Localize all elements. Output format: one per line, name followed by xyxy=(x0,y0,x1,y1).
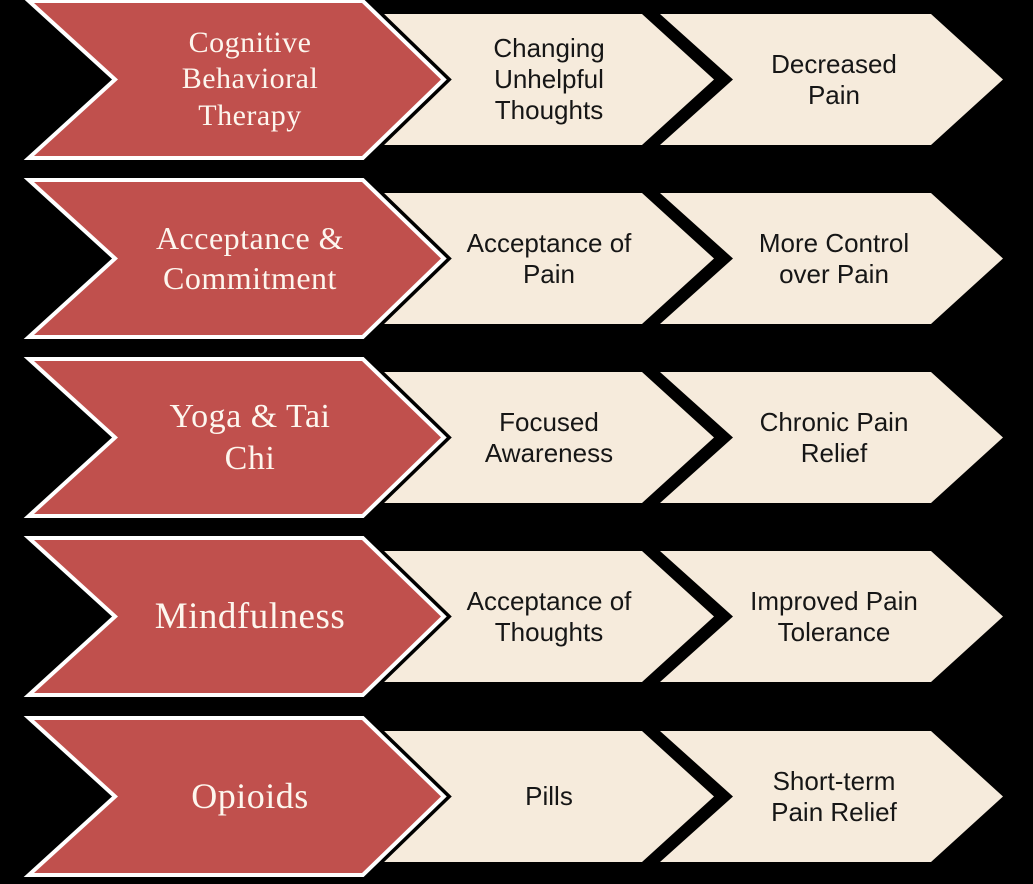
outcome-label: Improved Pain Tolerance xyxy=(750,585,918,647)
mechanism-chevron-shape xyxy=(380,14,714,145)
process-row: Acceptance & Commitment Acceptance of Pa… xyxy=(0,174,1033,343)
mechanism-label: Changing Unhelpful Thoughts xyxy=(493,33,605,125)
process-row: Yoga & Tai Chi Focused Awareness Chronic… xyxy=(0,353,1033,522)
process-row: Mindfulness Acceptance of Thoughts Impro… xyxy=(0,532,1033,701)
outcome-label: Short-term Pain Relief xyxy=(771,765,897,827)
therapy-arrow-shape xyxy=(34,720,441,873)
mechanism-chevron-shape xyxy=(380,551,714,682)
mechanism-chevron-shape xyxy=(380,731,714,862)
mechanism-label: Pills xyxy=(525,781,573,812)
therapy-label: Cognitive Behavioral Therapy xyxy=(181,25,319,132)
outcome-chevron-shape xyxy=(660,372,1003,503)
row-shapes xyxy=(14,353,1003,522)
therapy-arrow-shape xyxy=(34,182,441,335)
outcome-chevron-shape xyxy=(660,193,1003,324)
outcome-label: More Control over Pain xyxy=(758,227,910,289)
mechanism-chevron-shape xyxy=(380,193,714,324)
outcome-chevron-shape xyxy=(660,731,1003,862)
therapy-arrow-shape xyxy=(34,540,441,693)
therapy-label: Yoga & Tai Chi xyxy=(169,398,331,477)
process-row: Cognitive Behavioral Therapy Changing Un… xyxy=(0,0,1033,164)
mechanism-label: Acceptance of Thoughts xyxy=(466,585,632,647)
mechanism-chevron-shape xyxy=(380,372,714,503)
therapy-label: Mindfulness xyxy=(154,595,346,637)
row-shapes xyxy=(14,0,1003,164)
process-row: Opioids Pills Short-term Pain Relief xyxy=(0,712,1033,881)
outcome-label: Chronic Pain Relief xyxy=(759,406,909,468)
row-shapes xyxy=(14,532,1003,701)
mechanism-label: Focused Awareness xyxy=(484,406,614,468)
therapy-arrow-shape xyxy=(34,3,441,156)
row-shapes xyxy=(14,712,1003,881)
outcome-chevron-shape xyxy=(660,551,1003,682)
mechanism-label: Acceptance of Pain xyxy=(466,227,632,289)
outcome-label: Decreased Pain xyxy=(771,48,897,110)
therapy-arrow-shape xyxy=(34,361,441,514)
row-shapes xyxy=(14,174,1003,343)
therapy-label: Opioids xyxy=(191,775,309,816)
therapy-label: Acceptance & Commitment xyxy=(155,220,345,296)
outcome-chevron-shape xyxy=(660,14,1003,145)
